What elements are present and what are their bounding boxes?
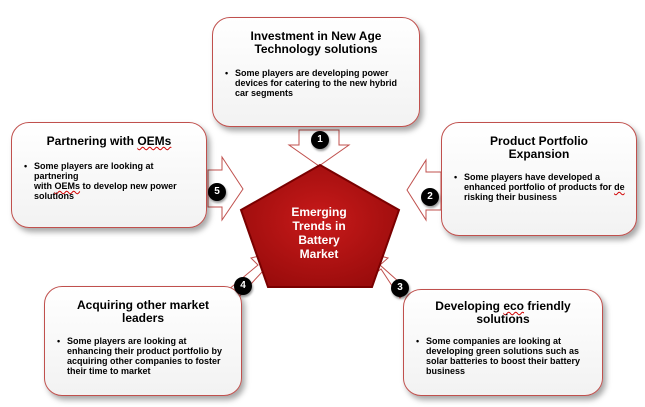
bullet-line: car segments bbox=[235, 88, 294, 98]
card-title: Acquiring other market leaders bbox=[55, 299, 231, 325]
card-bullet: Some players have developed a enhanced p… bbox=[452, 172, 626, 202]
card-bullet: Some players are developing power device… bbox=[223, 68, 409, 98]
card-bullet: Some companies are looking at developing… bbox=[414, 336, 592, 376]
bullet-line: Some companies are looking at bbox=[426, 336, 562, 346]
card-partnering: Partnering with OEMs Some players are lo… bbox=[11, 122, 207, 228]
card-bullets: Some players are developing power device… bbox=[223, 68, 409, 98]
bullet-line: solutions bbox=[34, 191, 74, 201]
center-label-line: Market bbox=[299, 247, 339, 261]
card-title-line: Developing eco friendly bbox=[435, 299, 571, 313]
bullet-line: enhanced portfolio of products for de bbox=[464, 182, 625, 192]
card-title: Product Portfolio Expansion bbox=[452, 135, 626, 161]
card-product-portfolio: Product Portfolio Expansion Some players… bbox=[441, 122, 637, 236]
card-title-line: Technology solutions bbox=[254, 42, 378, 56]
card-eco-friendly: Developing eco friendly solutions Some c… bbox=[403, 289, 603, 396]
badge-3: 3 bbox=[391, 279, 409, 297]
bullet-line: risking their business bbox=[464, 192, 558, 202]
bullet-line: devices for catering to the new hybrid bbox=[235, 78, 398, 88]
card-bullets: Some players have developed a enhanced p… bbox=[452, 172, 626, 202]
bullet-line: enhancing their product portfolio by bbox=[67, 346, 222, 356]
card-investment: Investment in New Age Technology solutio… bbox=[212, 17, 420, 127]
card-bullets: Some companies are looking at developing… bbox=[414, 336, 592, 376]
badge-5: 5 bbox=[208, 183, 226, 201]
card-title-line: Expansion bbox=[508, 147, 570, 161]
card-bullets: Some players are looking at enhancing th… bbox=[55, 336, 231, 376]
bullet-line: business bbox=[426, 366, 466, 376]
center-label: Emerging Trends in Battery Market bbox=[279, 205, 359, 261]
card-bullet: Some players are looking at partnering w… bbox=[22, 161, 196, 201]
bullet-line: their time to market bbox=[67, 366, 151, 376]
center-label-line: Trends in bbox=[292, 219, 346, 233]
card-title-line: Partnering with OEMs bbox=[46, 134, 172, 148]
card-title-line: Product Portfolio bbox=[490, 134, 588, 148]
card-title: Partnering with OEMs bbox=[22, 135, 196, 148]
card-title-line: leaders bbox=[121, 311, 165, 325]
card-title-line: solutions bbox=[476, 312, 530, 326]
card-title-line: Acquiring other market bbox=[76, 298, 210, 312]
badge-4: 4 bbox=[234, 277, 252, 295]
center-label-line: Emerging bbox=[291, 205, 347, 219]
bullet-line: Some players have developed a bbox=[464, 172, 601, 182]
bullet-line: solar batteries to boost their battery bbox=[426, 356, 581, 366]
bullet-line: Some players are looking at bbox=[67, 336, 187, 346]
bullet-line: with OEMs to develop new power bbox=[34, 181, 177, 191]
card-title: Developing eco friendly solutions bbox=[414, 300, 592, 326]
card-acquiring: Acquiring other market leaders Some play… bbox=[44, 286, 242, 396]
card-title: Investment in New Age Technology solutio… bbox=[223, 30, 409, 56]
bullet-line: Some players are developing power bbox=[235, 68, 389, 78]
badge-2: 2 bbox=[421, 188, 439, 206]
card-title-line: Investment in New Age bbox=[250, 29, 382, 43]
card-bullet: Some players are looking at enhancing th… bbox=[55, 336, 231, 376]
bullet-line: acquiring other companies to foster bbox=[67, 356, 221, 366]
badge-1: 1 bbox=[311, 131, 329, 149]
center-label-line: Battery bbox=[298, 233, 340, 247]
bullet-line: Some players are looking at partnering bbox=[34, 161, 154, 181]
card-bullets: Some players are looking at partnering w… bbox=[22, 161, 196, 201]
center-pentagon bbox=[239, 163, 401, 288]
bullet-line: developing green solutions such as bbox=[426, 346, 580, 356]
